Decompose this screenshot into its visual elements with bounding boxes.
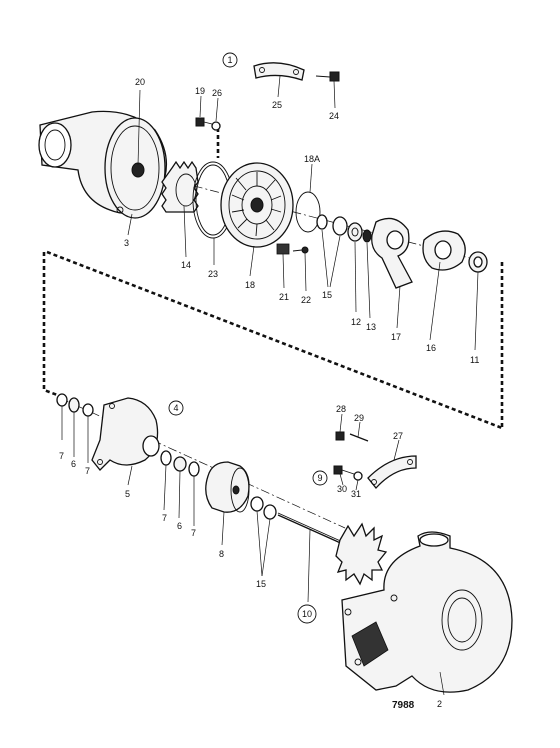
part-label: 12: [351, 317, 361, 327]
part-label: 30: [337, 484, 347, 494]
bearing-part-11-bore: [473, 256, 483, 268]
part-label: 28: [336, 404, 346, 414]
part-label: 31: [351, 489, 361, 499]
part-label: 18A: [304, 154, 320, 164]
shaft-part-10: [277, 512, 388, 586]
group-circle-10: [297, 604, 317, 624]
screw-part-19: [195, 117, 213, 127]
part-label: 7: [162, 513, 167, 523]
part-label: 3: [124, 238, 129, 248]
clamp-part-27: [367, 455, 417, 490]
ring-plate-part-16: [422, 230, 466, 271]
group-circle-9: [312, 470, 328, 486]
ring-part-7-mid-b: [188, 461, 200, 477]
nut-part-28: [335, 431, 345, 441]
part-label: 21: [279, 292, 289, 302]
pump-housing-part-3: [38, 110, 168, 219]
group-label-9: 9: [317, 473, 322, 483]
pump-cover-part-18: [220, 162, 294, 248]
part-label: 22: [301, 295, 311, 305]
seal-ring-part-15-d: [263, 504, 277, 520]
assembly-link-diagonal: [46, 250, 503, 430]
seal-ring-part-15-a: [316, 214, 328, 230]
part-label: 17: [391, 332, 401, 342]
ring-part-12-bore: [351, 227, 359, 237]
part-number-labels: 2 3 5 6 6 7 7 7 7 8 11 12 13 14 15 15 16…: [59, 77, 479, 709]
part-label: 23: [208, 269, 218, 279]
upper-center-line: [94, 159, 486, 263]
part-label: 7: [85, 466, 90, 476]
part-label: 7: [59, 451, 64, 461]
part-label: 26: [212, 88, 222, 98]
part-label: 6: [177, 521, 182, 531]
screw-part-30: [333, 465, 355, 475]
part-label: 7: [191, 528, 196, 538]
part-label: 15: [322, 290, 332, 300]
part-label: 2: [437, 699, 442, 709]
block-part-21: [276, 243, 290, 255]
group-label-4: 4: [173, 403, 178, 413]
group-circle-1: [222, 52, 238, 68]
washer-part-26: [211, 121, 221, 131]
ring-part-13: [362, 229, 372, 243]
bearing-cup-part-8: [205, 461, 250, 513]
part-label: 18: [245, 280, 255, 290]
part-label: 29: [354, 413, 364, 423]
part-label: 15: [256, 579, 266, 589]
part-label: 13: [366, 322, 376, 332]
part-label: 6: [71, 459, 76, 469]
seal-ring-part-18a: [295, 191, 321, 233]
screw-part-22: [292, 246, 309, 254]
ring-part-12: [347, 222, 363, 242]
part-label: 24: [329, 111, 339, 121]
ring-part-7-left-a: [56, 393, 68, 407]
seal-ring-part-15-c: [250, 496, 264, 512]
part-label: 20: [135, 77, 145, 87]
part-label: 14: [181, 260, 191, 270]
washer-part-31: [353, 471, 363, 481]
group-label-10: 10: [302, 609, 312, 619]
drawing-number: 7988: [392, 700, 415, 711]
part-label: 19: [195, 86, 205, 96]
bolt-part-24: [315, 71, 340, 82]
part-label: 16: [426, 343, 436, 353]
part-label: 8: [219, 549, 224, 559]
stud-part-29: [349, 433, 369, 442]
part-label: 11: [470, 355, 479, 365]
part-label: 5: [125, 489, 130, 499]
ring-part-6-mid: [173, 456, 187, 472]
assembly-link-dashed-frame: [42, 252, 61, 398]
group-circle-4: [168, 400, 184, 416]
clamp-part-25: [253, 62, 305, 81]
seal-ring-part-15-b: [332, 216, 348, 236]
leader-lines: [61, 75, 479, 696]
plate-part-17: [371, 217, 413, 289]
ring-part-7-left-b: [82, 403, 94, 417]
impeller-part-14: [161, 160, 199, 213]
bearing-housing-part-5: [91, 397, 160, 471]
part-label: 27: [393, 431, 403, 441]
part-label: 25: [272, 100, 282, 110]
ring-part-7-mid-a: [160, 450, 172, 466]
volute-casing-part-2: [341, 531, 513, 693]
ring-part-6-left: [68, 397, 80, 413]
group-label-1: 1: [227, 55, 232, 65]
